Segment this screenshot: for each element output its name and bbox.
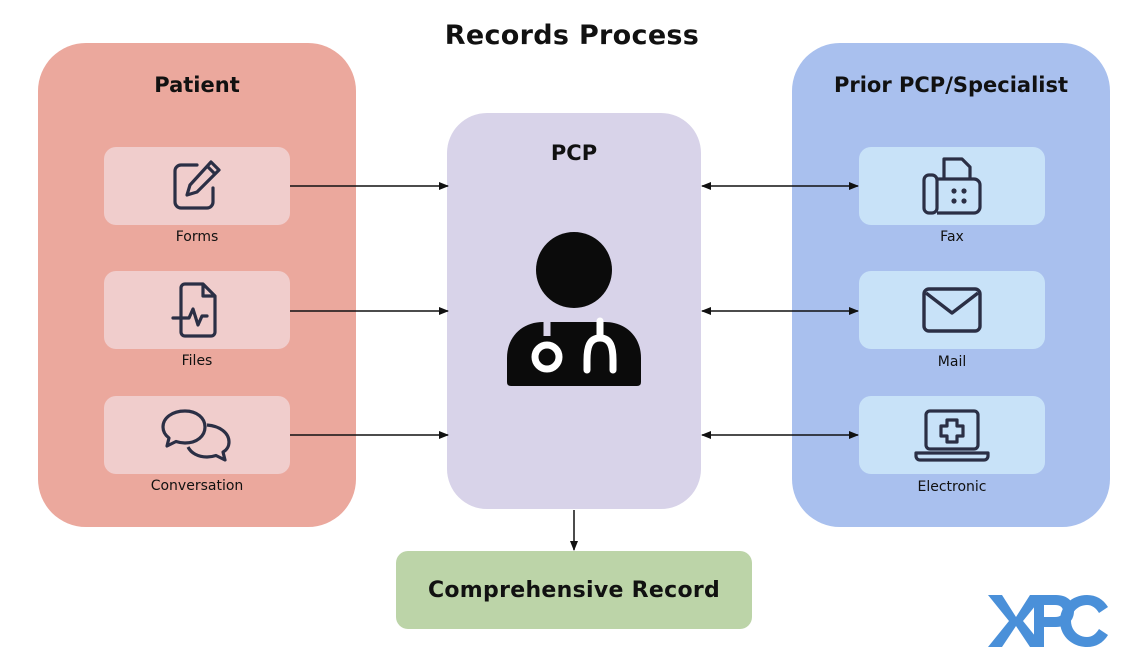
fax-icon xyxy=(922,157,982,215)
edit-icon xyxy=(173,160,221,210)
fax-card xyxy=(859,147,1045,225)
file-pulse-icon xyxy=(171,282,217,338)
doctor-icon xyxy=(507,232,641,386)
mail-icon xyxy=(922,287,982,333)
forms-card xyxy=(104,147,290,225)
laptop-medical-icon xyxy=(914,409,990,462)
files-label: Files xyxy=(181,353,213,369)
mail-card xyxy=(859,271,1045,349)
conversation-label: Conversation xyxy=(150,478,244,494)
chat-icon xyxy=(161,409,231,462)
fax-label: Fax xyxy=(940,229,964,245)
files-card xyxy=(104,271,290,349)
electronic-card xyxy=(859,396,1045,474)
pcp-panel: PCP xyxy=(447,113,701,509)
prior-heading: Prior PCP/Specialist xyxy=(833,73,1069,97)
diagram-title: Records Process xyxy=(444,20,700,51)
forms-label: Forms xyxy=(175,229,219,245)
xpc-logo xyxy=(988,595,1108,647)
comprehensive-record-box: Comprehensive Record xyxy=(396,551,752,629)
pcp-heading: PCP xyxy=(550,141,598,165)
electronic-label: Electronic xyxy=(917,479,987,495)
patient-heading: Patient xyxy=(154,73,240,97)
mail-label: Mail xyxy=(937,354,967,370)
conversation-card xyxy=(104,396,290,474)
